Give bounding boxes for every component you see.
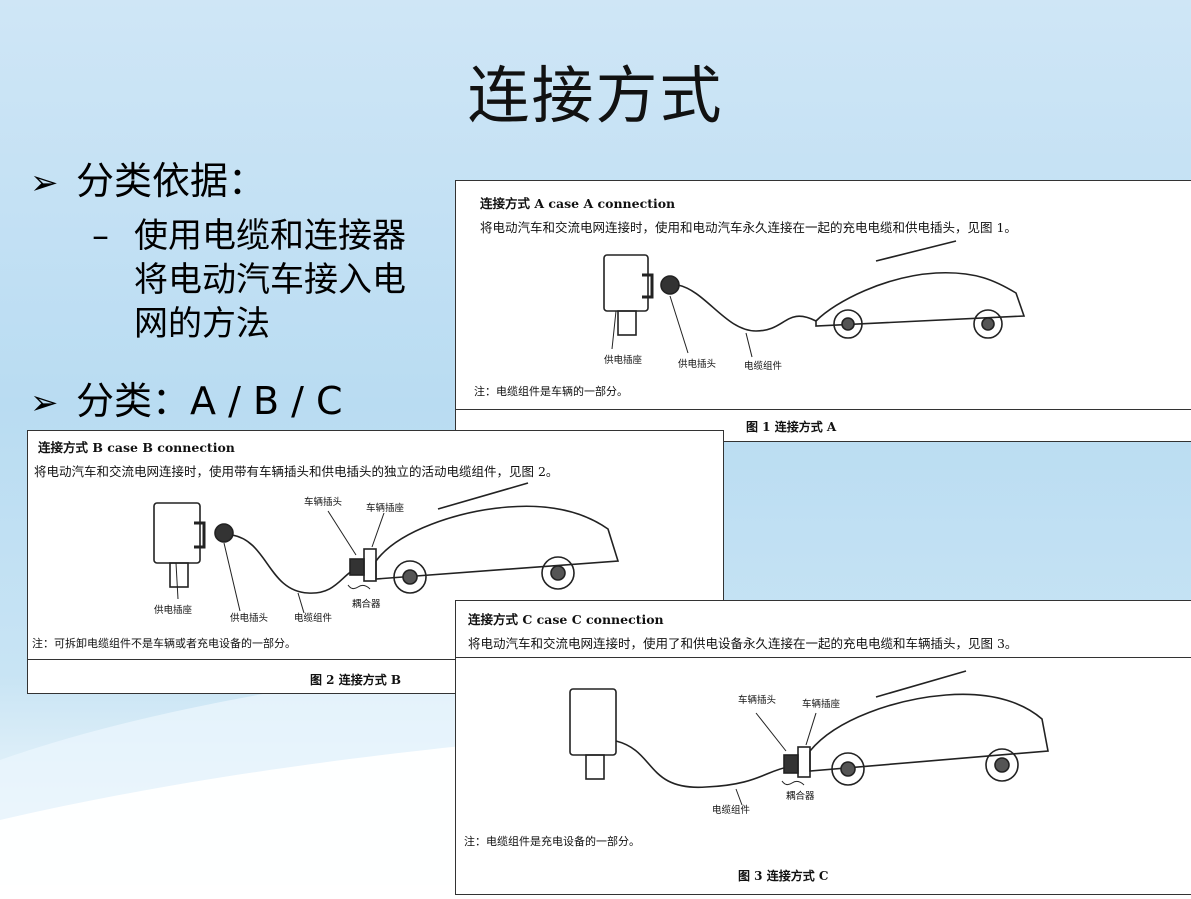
figure-case-a: 连接方式 A case A connection 将电动汽车和交流电网连接时，使… [455, 180, 1191, 442]
figure-c-top-divider [456, 657, 1191, 658]
figure-c-description: 将电动汽车和交流电网连接时，使用了和供电设备永久连接在一起的充电电缆和车辆插头，… [468, 636, 1018, 651]
label-supply-plug: 供电插头 [678, 358, 716, 370]
figure-c-diagram: 车辆插头 车辆插座 电缆组件 耦合器 [569, 670, 1049, 816]
bullet-classes-label: 分类：A / B / C [76, 379, 343, 423]
figure-a-caption: 图 1 连接方式 A [746, 420, 837, 434]
bullet-arrow-icon: ➢ [30, 383, 59, 423]
figure-c-header: 连接方式 C case C connection [468, 612, 664, 627]
label-vehicle-socket: 车辆插座 [802, 698, 841, 710]
label-vehicle-plug: 车辆插头 [738, 694, 776, 706]
figure-c-caption: 图 3 连接方式 C [738, 869, 829, 883]
figure-b-diagram: 车辆插头 车辆插座 供电插座 供电插头 电缆组件 耦合器 [153, 482, 620, 624]
sub-bullet-text: 使用电缆和连接器将电动汽车接入电网的方法 [134, 216, 406, 344]
label-vehicle-plug: 车辆插头 [304, 496, 342, 508]
label-supply-socket: 供电插座 [604, 354, 643, 366]
figure-b-description: 将电动汽车和交流电网连接时，使用带有车辆插头和供电插头的独立的活动电缆组件，见图… [34, 464, 559, 479]
dash-icon: – [92, 216, 109, 256]
bullet-arrow-icon: ➢ [30, 163, 59, 203]
figure-a-note: 注：电缆组件是车辆的一部分。 [474, 385, 628, 398]
slide-title: 连接方式 [467, 59, 724, 132]
figure-a-description: 将电动汽车和交流电网连接时，使用和电动汽车永久连接在一起的充电电缆和供电插头，见… [480, 220, 1017, 235]
label-cable: 电缆组件 [744, 360, 783, 372]
figure-case-c: 连接方式 C case C connection 将电动汽车和交流电网连接时，使… [455, 600, 1191, 895]
figure-b-caption: 图 2 连接方式 B [310, 673, 402, 687]
figure-a-divider [456, 409, 1191, 410]
label-vehicle-socket: 车辆插座 [366, 502, 405, 514]
figure-c-note: 注：电缆组件是充电设备的一部分。 [464, 835, 640, 848]
label-cable: 电缆组件 [712, 804, 751, 816]
figure-b-header: 连接方式 B case B connection [38, 440, 235, 455]
label-coupler: 耦合器 [352, 598, 381, 610]
figure-case-b: 连接方式 B case B connection 将电动汽车和交流电网连接时，使… [27, 430, 724, 694]
label-supply-plug: 供电插头 [230, 612, 268, 624]
figure-a-diagram: 供电插座 供电插头 电缆组件 [603, 240, 1026, 372]
figure-b-note: 注：可拆卸电缆组件不是车辆或者充电设备的一部分。 [32, 637, 296, 650]
bullet-basis-label: 分类依据： [76, 159, 267, 203]
label-cable: 电缆组件 [294, 612, 333, 624]
label-coupler: 耦合器 [786, 790, 815, 802]
figure-b-divider [28, 659, 723, 660]
label-supply-socket: 供电插座 [154, 604, 193, 616]
bullet-basis: ➢ 分类依据： [30, 150, 266, 205]
figure-a-header: 连接方式 A case A connection [480, 196, 676, 211]
bullet-classes: ➢ 分类：A / B / C [30, 370, 343, 425]
